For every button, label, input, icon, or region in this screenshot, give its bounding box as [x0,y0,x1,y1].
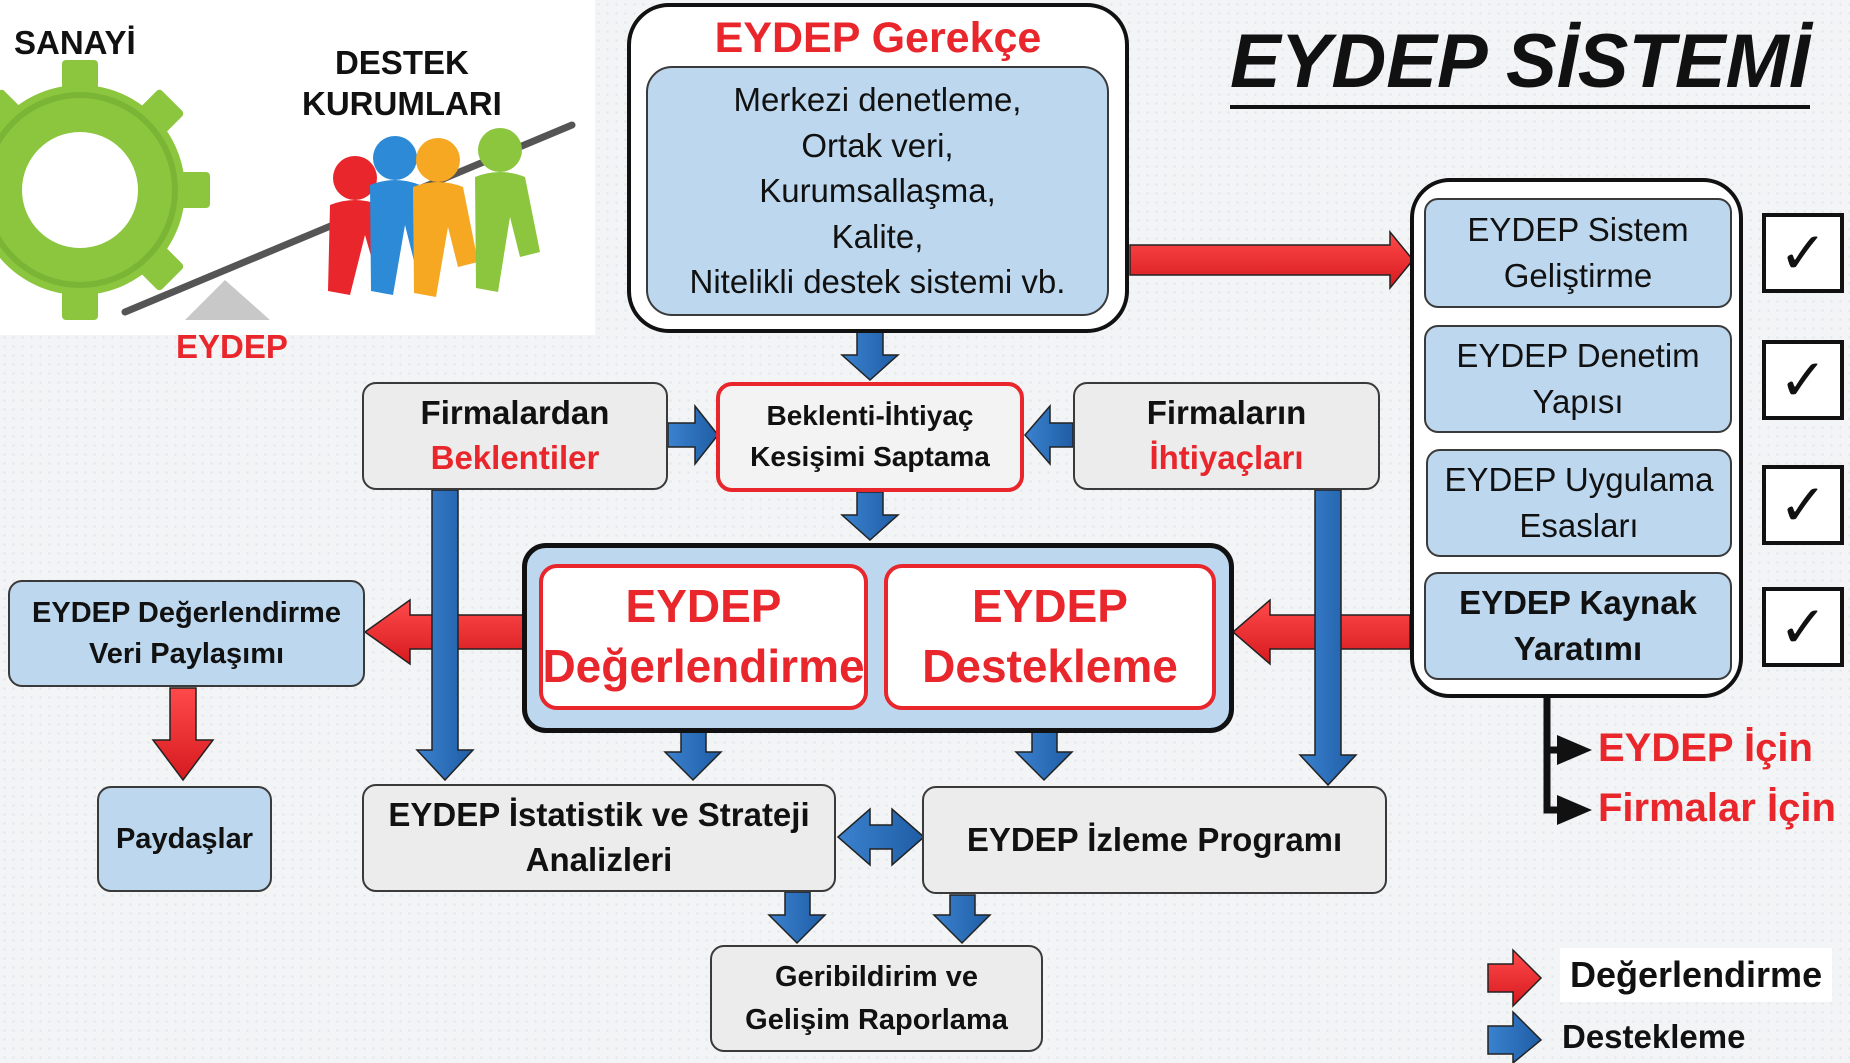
expectations-box: Firmalardan Beklentiler [362,382,668,490]
center-support-box: EYDEP Destekleme [884,564,1216,710]
output-arrow-eydep [1557,735,1592,765]
output-for-firms: Firmalar İçin [1598,786,1836,830]
logo-illustration [0,60,576,320]
gerekce-line-4: Kalite, [831,217,924,255]
arrow-monitoring-to-feedback [932,894,992,945]
center-support-line-2: Destekleme [922,640,1178,692]
legend-support-label: Destekleme [1562,1018,1746,1055]
intersection-line-1: Beklenti-İhtiyaç [766,400,974,432]
center-support-line-1: EYDEP [972,580,1128,633]
arrow-statistics-monitoring-bidirectional [836,807,926,867]
page-title: EYDEP SİSTEMİ [1230,18,1810,110]
needs-box: Firmaların İhtiyaçları [1073,382,1380,490]
center-evaluation-line-1: EYDEP [625,580,782,633]
data-sharing-line-2: Veri Paylaşımı [88,637,285,670]
arrow-center-to-statistics [663,731,723,782]
gerekce-line-1: Merkezi denetleme, [733,81,1022,119]
output-arrow-firms [1557,795,1592,825]
system-step-4: EYDEP Kaynak Yaratımı [1424,572,1732,680]
gerekce-line-5: Nitelikli destek sistemi vb. [689,263,1066,301]
statistics-line-2: Analizleri [525,841,673,878]
arrow-data-sharing-to-stakeholders [151,687,215,782]
legend-evaluation-arrow [1487,948,1543,1008]
needs-line-2: İhtiyaçları [1149,439,1304,476]
legend-support-arrow [1487,1010,1543,1063]
feedback-line-1: Geribildirim ve [774,961,979,994]
data-sharing-box: EYDEP Değerlendirme Veri Paylaşımı [8,580,365,687]
statistics-line-1: EYDEP İstatistik ve Strateji [388,796,810,834]
support-institutions-label: DESTEK KURUMLARI [302,42,502,125]
system-step-1-check-icon: ✓ [1762,213,1844,293]
support-label-line2: KURUMLARI [302,85,502,123]
system-step-1-line-1: EYDEP Sistem [1467,211,1689,249]
system-step-3: EYDEP Uygulama Esasları [1426,449,1732,557]
output-for-eydep: EYDEP İçin [1598,726,1813,770]
industry-label: SANAYİ [14,24,136,61]
system-step-1-line-2: Geliştirme [1503,257,1653,294]
feedback-line-2: Gelişim Raporlama [745,1003,1008,1036]
gerekce-reasons-box: Merkezi denetleme, Ortak veri, Kurumsall… [646,66,1109,316]
needs-line-1: Firmaların [1146,394,1307,432]
intersection-line-2: Kesişimi Saptama [750,441,990,472]
monitoring-box: EYDEP İzleme Programı [922,786,1387,894]
center-evaluation-box: EYDEP Değerlendirme [539,564,868,710]
arrow-expectations-to-statistics [415,489,475,782]
support-pile-icon [185,280,270,320]
statistics-box: EYDEP İstatistik ve Strateji Analizleri [362,784,836,892]
feedback-box: Geribildirim ve Gelişim Raporlama [710,945,1043,1052]
arrow-expectations-to-intersection [667,403,719,467]
system-step-3-line-1: EYDEP Uygulama [1444,461,1714,499]
expectations-line-2: Beklentiler [430,439,600,476]
system-step-2-line-2: Yapısı [1532,383,1624,420]
stakeholders-label: Paydaşlar [115,822,254,855]
intersection-box: Beklenti-İhtiyaç Kesişimi Saptama [716,382,1024,492]
legend-evaluation-label: Değerlendirme [1560,948,1833,1002]
system-step-4-line-2: Yaratımı [1513,630,1643,667]
arrow-gerekce-to-system [1129,229,1414,291]
system-step-4-line-1: EYDEP Kaynak [1459,584,1697,622]
system-step-3-check-icon: ✓ [1762,465,1844,545]
arrow-needs-to-intersection [1024,403,1074,467]
support-label-line1: DESTEK [334,44,469,81]
system-step-2-line-1: EYDEP Denetim [1456,337,1700,375]
gear-icon [0,60,210,320]
team-figures-icon [328,128,540,297]
system-step-1: EYDEP Sistem Geliştirme [1424,198,1732,308]
arrow-center-to-monitoring [1014,731,1074,782]
monitoring-label: EYDEP İzleme Programı [966,821,1343,858]
expectations-line-1: Firmalardan [420,394,610,432]
stakeholders-box: Paydaşlar [97,786,272,892]
industry-support-logo: SANAYİ DESTEK KURUMLARI [0,0,595,335]
arrow-statistics-to-feedback [767,891,827,945]
arrow-gerekce-to-intersection [840,331,900,382]
center-evaluation-line-2: Değerlendirme [542,640,865,692]
arrow-needs-to-monitoring [1298,489,1358,787]
logo-eydep-label: EYDEP [176,328,288,365]
gerekce-line-2: Ortak veri, [801,126,954,164]
system-step-4-check-icon: ✓ [1762,587,1844,667]
system-step-2: EYDEP Denetim Yapısı [1424,325,1732,433]
gerekce-title: EYDEP Gerekçe [714,14,1042,62]
data-sharing-line-1: EYDEP Değerlendirme [32,596,341,629]
system-step-3-line-2: Esasları [1519,507,1639,544]
gerekce-line-3: Kurumsallaşma, [759,172,996,210]
arrow-intersection-to-center [840,491,900,542]
system-step-2-check-icon: ✓ [1762,340,1844,420]
